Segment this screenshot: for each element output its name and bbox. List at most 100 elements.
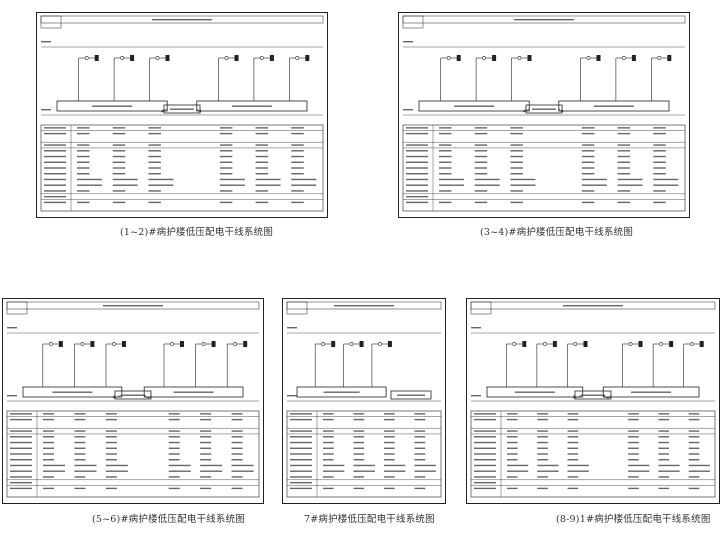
- table-value-mark: [219, 155, 233, 158]
- table-value-mark: [200, 470, 223, 472]
- corner-label-cell: [6, 301, 28, 315]
- table-value-mark: [323, 447, 334, 449]
- table-value-mark: [688, 470, 710, 472]
- corner-label-cell: [402, 15, 424, 29]
- parameter-table: [40, 124, 324, 212]
- table-value-mark: [507, 447, 518, 449]
- distribution-box-right: [196, 100, 308, 112]
- riser-diagram-2: [402, 15, 686, 212]
- table-value-mark: [353, 464, 375, 467]
- table-label-mark: [474, 447, 496, 449]
- table-value-mark: [617, 132, 631, 135]
- table-value-mark: [74, 459, 86, 461]
- table-value-mark: [384, 487, 395, 490]
- table-value-mark: [112, 161, 126, 163]
- breaker-symbol: [155, 56, 160, 60]
- table-value-mark: [255, 144, 269, 146]
- table-value-mark: [474, 173, 488, 175]
- table-value-mark: [653, 155, 666, 158]
- table-value-mark: [617, 155, 631, 158]
- floor-label-mark: [471, 327, 481, 329]
- table-value-mark: [200, 453, 212, 455]
- table-value-mark: [219, 178, 245, 181]
- table-label-mark: [10, 436, 32, 438]
- table-label-mark: [290, 464, 312, 467]
- drawing-sheet-4: [282, 298, 446, 504]
- table-value-mark: [77, 167, 90, 169]
- table-value-mark: [507, 441, 518, 444]
- breaker-symbol: [84, 56, 89, 60]
- table-label-mark: [474, 441, 496, 444]
- table-value-mark: [291, 167, 304, 169]
- table-label-mark: [290, 441, 312, 444]
- breaker-symbol: [120, 56, 125, 60]
- table-value-mark: [628, 476, 639, 478]
- meter-block: [305, 55, 310, 61]
- table-value-mark: [628, 487, 639, 490]
- table-label-mark: [290, 470, 312, 472]
- table-value-mark: [658, 441, 670, 444]
- table-value-mark: [658, 447, 670, 449]
- meter-block: [58, 341, 63, 347]
- table-value-mark: [537, 459, 548, 461]
- table-value-mark: [112, 173, 126, 175]
- table-value-mark: [617, 184, 643, 186]
- table-label-mark: [10, 470, 32, 472]
- box-micro-text: [397, 394, 425, 396]
- table-label-mark: [290, 487, 312, 490]
- table-value-mark: [384, 470, 406, 472]
- table-value-mark: [474, 161, 488, 163]
- table-value-mark: [219, 144, 233, 146]
- breaker-symbol: [224, 56, 229, 60]
- table-value-mark: [384, 430, 395, 432]
- breaker-symbol: [233, 342, 238, 346]
- table-value-mark: [77, 184, 102, 186]
- table-value-mark: [653, 161, 666, 163]
- distribution-box-left: [22, 386, 123, 398]
- table-value-mark: [112, 167, 126, 169]
- table-value-mark: [688, 464, 710, 467]
- table-label-mark: [406, 201, 428, 204]
- table-value-mark: [384, 453, 395, 455]
- table-value-mark: [231, 413, 243, 415]
- table-value-mark: [581, 150, 595, 152]
- breaker-symbol: [512, 342, 517, 346]
- table-value-mark: [688, 453, 700, 455]
- table-value-mark: [219, 201, 233, 204]
- table-value-mark: [74, 436, 86, 438]
- connection-arc: [558, 108, 564, 113]
- table-value-mark: [567, 464, 589, 467]
- table-label-mark: [406, 173, 428, 175]
- table-label-mark: [474, 481, 496, 484]
- table-value-mark: [439, 167, 452, 169]
- distribution-box-left: [418, 100, 530, 112]
- meter-block: [130, 55, 135, 61]
- table-value-mark: [353, 453, 365, 455]
- table-value-mark: [200, 487, 212, 490]
- table-value-mark: [688, 436, 700, 438]
- table-value-mark: [77, 132, 90, 135]
- table-label-mark: [44, 195, 66, 198]
- table-value-mark: [567, 459, 579, 461]
- table-label-mark: [10, 487, 32, 490]
- meter-block: [243, 341, 248, 347]
- table-value-mark: [77, 161, 90, 163]
- table-value-mark: [105, 418, 117, 421]
- table-value-mark: [112, 190, 126, 192]
- table-value-mark: [384, 464, 406, 467]
- table-value-mark: [439, 144, 452, 146]
- table-value-mark: [628, 436, 639, 438]
- table-value-mark: [384, 413, 395, 415]
- table-value-mark: [255, 173, 269, 175]
- distribution-box-left: [296, 386, 387, 398]
- table-value-mark: [581, 127, 595, 129]
- table-value-mark: [474, 184, 500, 186]
- table-value-mark: [148, 167, 161, 169]
- table-value-mark: [105, 430, 117, 432]
- table-value-mark: [537, 487, 548, 490]
- breaker-symbol: [657, 56, 662, 60]
- table-value-mark: [688, 418, 700, 421]
- table-value-mark: [653, 190, 666, 192]
- table-value-mark: [105, 447, 117, 449]
- table-value-mark: [323, 464, 345, 467]
